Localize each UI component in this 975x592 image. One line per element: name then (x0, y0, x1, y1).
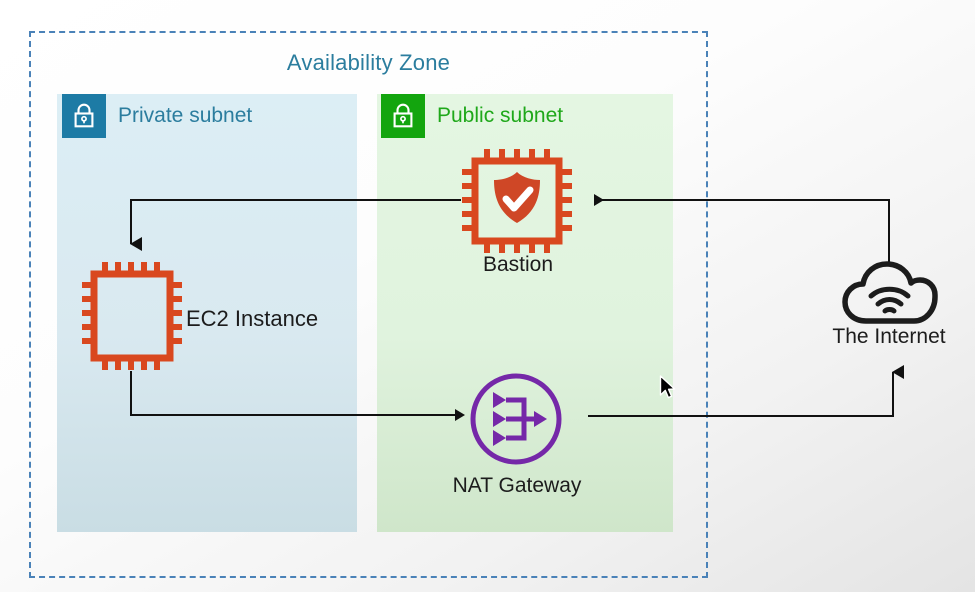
private-subnet-label: Private subnet (118, 104, 253, 127)
node-label-nat-gateway: NAT Gateway (452, 474, 582, 497)
node-nat-gateway[interactable] (468, 371, 564, 472)
node-the-internet[interactable] (840, 259, 940, 334)
node-label-ec2-instance: EC2 Instance (186, 306, 319, 331)
lock-icon (381, 94, 425, 138)
private-subnet-header: Private subnet (62, 94, 252, 138)
availability-zone-title: Availability Zone (286, 50, 451, 75)
public-subnet-header: Public subnet (381, 94, 563, 138)
connection-bastion-to-ec2 (130, 199, 461, 251)
node-bastion[interactable] (462, 149, 572, 258)
ec2-chip-shield-icon (462, 149, 572, 253)
connection-ec2-to-nat (130, 371, 465, 421)
node-label-the-internet: The Internet (832, 325, 946, 348)
connection-internet-to-bastion (594, 194, 890, 262)
node-label-bastion: Bastion (482, 253, 554, 276)
ec2-chip-icon (82, 262, 182, 370)
lock-icon (62, 94, 106, 138)
connection-nat-to-internet (588, 365, 904, 417)
nat-gateway-icon (470, 373, 562, 465)
private-subnet-panel (57, 94, 357, 532)
availability-zone-boundary (29, 31, 708, 578)
public-subnet-label: Public subnet (437, 104, 564, 127)
cloud-wifi-icon (842, 261, 938, 324)
node-ec2-instance[interactable] (82, 262, 182, 375)
